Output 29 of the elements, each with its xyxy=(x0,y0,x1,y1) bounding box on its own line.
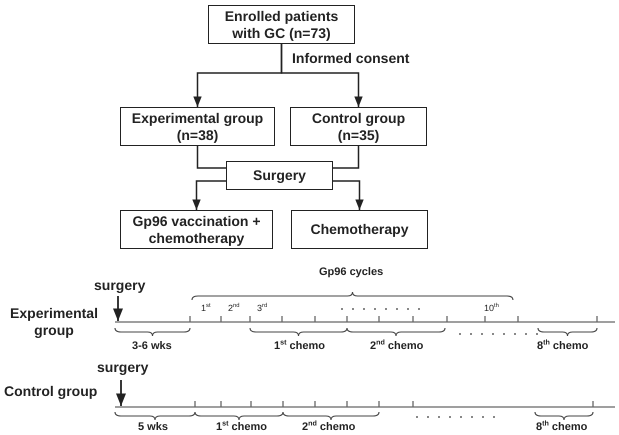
row-label: Control group xyxy=(4,383,98,400)
annotation: 2$^{nd}$ chemo xyxy=(302,421,356,434)
process-box: Surgery xyxy=(226,161,333,190)
annotation: surgery xyxy=(97,359,148,376)
tick-label: 10$^{th}$ xyxy=(484,302,499,315)
process-box: Control group (n=35) xyxy=(290,107,427,146)
annotation: 1$^{st}$ chemo xyxy=(274,340,325,353)
tick-label: 2$^{nd}$ xyxy=(228,302,240,315)
tick-label: 1$^{st}$ xyxy=(201,302,211,315)
process-box: Experimental group (n=38) xyxy=(120,107,275,146)
arrow xyxy=(333,180,364,210)
arrow xyxy=(280,44,363,107)
edge-label: Informed consent xyxy=(292,50,410,67)
annotation: 5 wks xyxy=(138,421,168,434)
annotation: 8$^{th}$ chemo xyxy=(537,340,588,353)
connector-line xyxy=(333,146,360,169)
annotation: 8$^{th}$ chemo xyxy=(536,421,588,434)
annotation: Gp96 cycles xyxy=(319,266,384,279)
process-box: Gp96 vaccination + chemotherapy xyxy=(120,210,273,249)
annotation: 1$^{st}$ chemo xyxy=(216,421,267,434)
row-label: Experimental group xyxy=(9,305,99,339)
tick-label: 3$^{rd}$ xyxy=(257,302,268,315)
arrow xyxy=(192,180,226,210)
annotation: 3-6 wks xyxy=(132,340,172,353)
connector-line xyxy=(196,146,226,169)
process-box: Chemotherapy xyxy=(291,210,428,249)
annotation: surgery xyxy=(94,277,146,294)
annotation: 2$^{nd}$ chemo xyxy=(370,340,424,353)
process-box: Enrolled patients with GC (n=73) xyxy=(208,5,355,44)
